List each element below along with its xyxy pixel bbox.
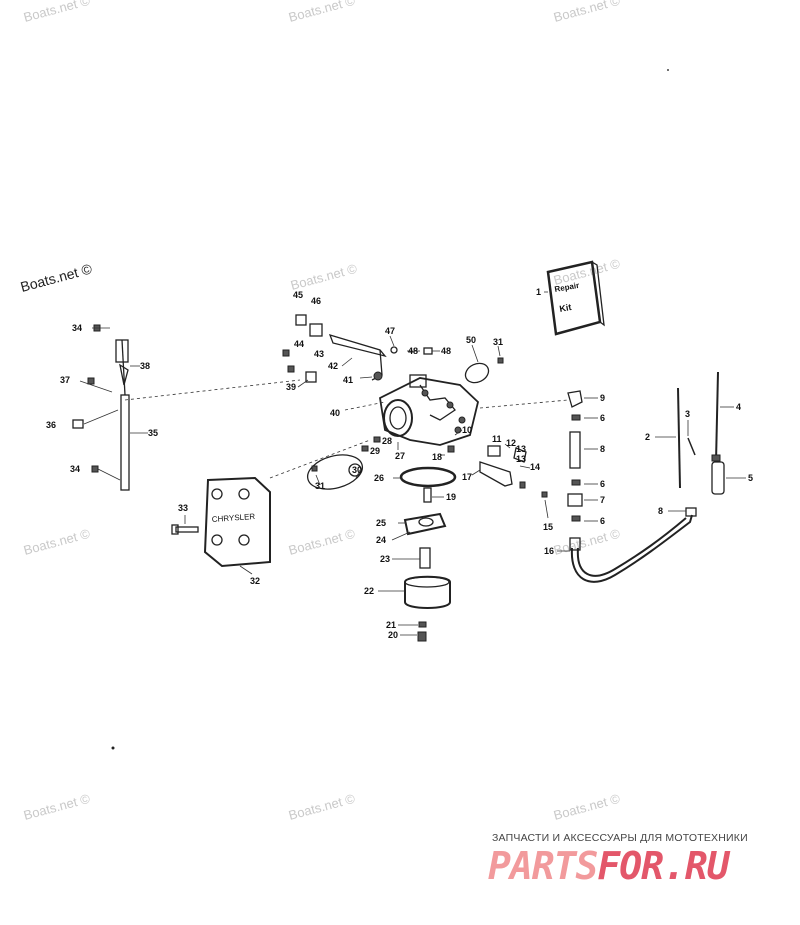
choke-rods (655, 371, 746, 495)
footer-logo: PARTSFOR.RU (488, 844, 793, 888)
callout-5: 5 (748, 473, 753, 483)
callout-24: 24 (376, 535, 386, 545)
callout-18: 18 (432, 452, 442, 462)
callout-6b: 6 (600, 479, 605, 489)
throttle-linkage (282, 314, 398, 411)
watermark: Boats.net © (552, 0, 622, 25)
callout-36: 36 (46, 420, 56, 430)
link-rod-assembly (72, 324, 148, 491)
fitting-stack (567, 390, 598, 522)
callout-8: 8 (600, 444, 605, 454)
callout-10: 10 (462, 425, 472, 435)
watermark: Boats.net © (22, 791, 92, 823)
callout-31: 31 (315, 481, 325, 491)
callout-11: 11 (492, 434, 502, 444)
callout-25: 25 (376, 518, 386, 528)
watermark: Boats.net © (552, 526, 622, 558)
callout-28: 28 (382, 436, 392, 446)
callout-34: 34 (72, 323, 82, 333)
callout-39: 39 (286, 382, 296, 392)
callout-45: 45 (293, 290, 303, 300)
screws-28-29 (361, 436, 381, 452)
watermark: Boats.net © (22, 0, 92, 25)
watermark: Boats.net © (289, 261, 359, 293)
callout-32: 32 (250, 576, 260, 586)
callout-14: 14 (530, 462, 540, 472)
callout-33: 33 (178, 503, 188, 513)
watermark: Boats.net © (287, 0, 357, 25)
callout-30: 30 (352, 465, 362, 475)
footer-tagline: ЗАПЧАСТИ И АКСЕССУАРЫ ДЛЯ МОТОТЕХНИКИ (492, 832, 748, 844)
callout-8b: 8 (658, 506, 663, 516)
fuel-line (557, 507, 697, 583)
callout-22: 22 (364, 586, 374, 596)
diaphragm-cover (306, 454, 364, 490)
callout-21: 21 (386, 620, 396, 630)
callout-47: 47 (385, 326, 395, 336)
callout-38: 38 (140, 361, 150, 371)
watermark: Boats.net © (19, 260, 95, 295)
callout-13b: 13 (516, 454, 526, 464)
watermark: Boats.net © (287, 791, 357, 823)
callout-42: 42 (328, 361, 338, 371)
callout-1: 1 (536, 287, 541, 297)
callout-35: 35 (148, 428, 158, 438)
callout-15: 15 (543, 522, 553, 532)
callout-20: 20 (388, 630, 398, 640)
callout-7: 7 (600, 495, 605, 505)
callout-40: 40 (330, 408, 340, 418)
callout-labels: 1 2 3 4 5 6 5 8 5 6 7 6 8 9 10 11 12 13 … (46, 287, 753, 640)
kit-label-line1: Repair (554, 281, 580, 294)
callout-29: 29 (370, 446, 380, 456)
callout-23: 23 (380, 554, 390, 564)
callout-46: 46 (311, 296, 321, 306)
callout-48b: 48 (441, 346, 451, 356)
callout-48: 48 (408, 346, 418, 356)
watermark: Boats.net © (552, 791, 622, 823)
plate-brand-label: CHRYSLER (212, 512, 256, 524)
callout-27: 27 (395, 451, 405, 461)
callout-37: 37 (60, 375, 70, 385)
callout-41: 41 (343, 375, 353, 385)
carburetor-body (379, 374, 479, 450)
callout-6: 6 (600, 413, 605, 423)
callout-4: 4 (736, 402, 741, 412)
watermark: Boats.net © (287, 526, 357, 558)
callout-6c: 6 (600, 516, 605, 526)
callout-44: 44 (294, 339, 304, 349)
callout-34b: 34 (70, 464, 80, 474)
needle-valve-parts (440, 399, 569, 519)
watermarks: Boats.net © Boats.net © Boats.net © Boat… (19, 0, 622, 823)
float-bowl-stack (378, 466, 457, 642)
callout-31b: 31 (493, 337, 503, 347)
air-silencer-cover: CHRYSLER (171, 439, 371, 575)
kit-label-line2: Kit (559, 302, 573, 314)
callout-17: 17 (462, 472, 472, 482)
callout-12: 12 (506, 438, 516, 448)
callout-2: 2 (645, 432, 650, 442)
watermark: Boats.net © (22, 526, 92, 558)
logo-part-2: FOR.RU (597, 844, 729, 888)
callout-13: 13 (516, 444, 526, 454)
callout-19: 19 (446, 492, 456, 502)
gasket-top (407, 344, 504, 384)
callout-26: 26 (374, 473, 384, 483)
logo-part-1: PARTS (488, 844, 598, 888)
callout-16: 16 (544, 546, 554, 556)
callout-3: 3 (685, 409, 690, 419)
callout-43: 43 (314, 349, 324, 359)
callout-50: 50 (466, 335, 476, 345)
repair-kit-box: Repair Kit (544, 260, 605, 336)
callout-9: 9 (600, 393, 605, 403)
